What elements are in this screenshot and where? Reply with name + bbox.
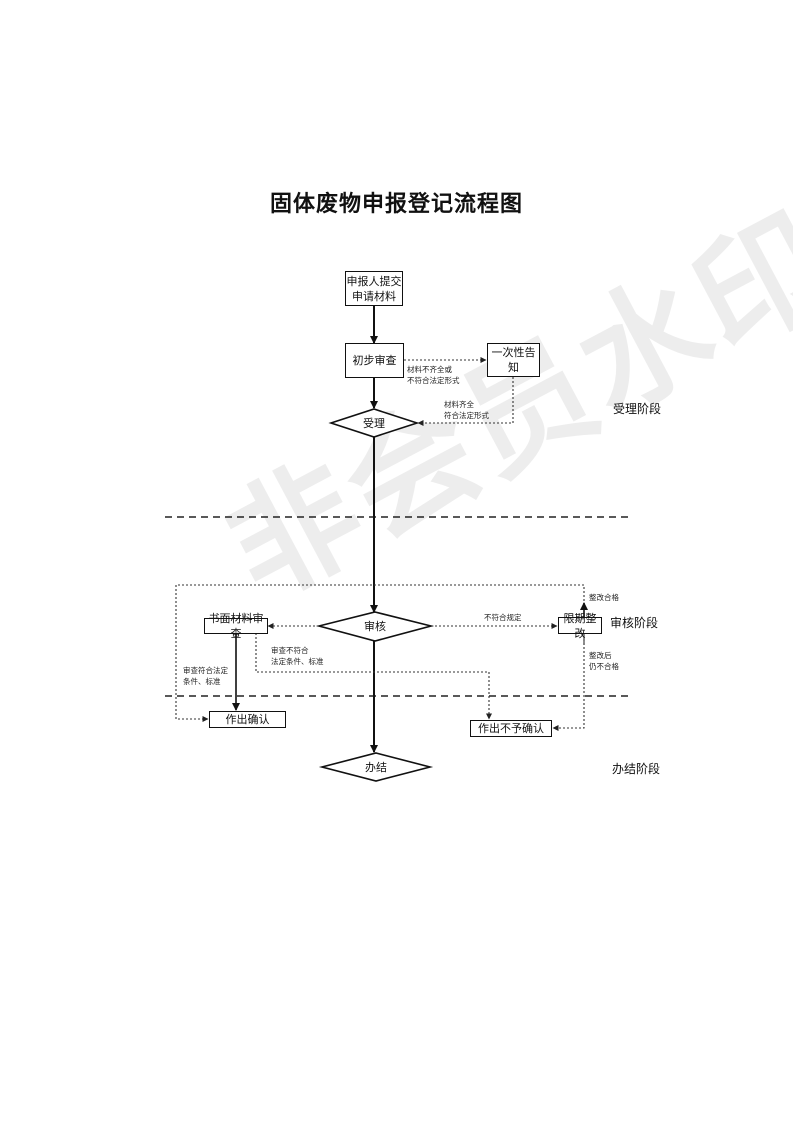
note-rectify-passed: 整改合格 bbox=[589, 593, 619, 602]
note-incomplete: 材料不齐全或 不符合法定形式 bbox=[407, 364, 460, 386]
complete-diamond bbox=[318, 752, 434, 782]
phase-label-review: 审核阶段 bbox=[610, 616, 659, 630]
complete-label: 办结 bbox=[365, 761, 387, 774]
note-incomplete-line-2: 不符合法定形式 bbox=[407, 376, 460, 385]
note-rectify-failed-line-2: 仍不合格 bbox=[589, 662, 619, 671]
one-time-notice-box: 一次性告知 bbox=[487, 343, 540, 377]
page-title: 固体废物申报登记流程图 bbox=[269, 191, 523, 217]
one-time-notice-label: 一次性告知 bbox=[491, 346, 536, 374]
arrow-rectify-failed bbox=[552, 635, 585, 731]
review-label: 审核 bbox=[364, 620, 386, 633]
note-complete-line-1: 材料齐全 bbox=[444, 400, 474, 409]
initial-review-box: 初步审查 bbox=[345, 343, 404, 378]
deny-label: 作出不予确认 bbox=[478, 722, 544, 735]
rectify-box: 限期整改 bbox=[558, 612, 602, 640]
submit-line-2: 申请材料 bbox=[352, 289, 396, 303]
initial-review-label: 初步审查 bbox=[352, 354, 397, 367]
note-rectify-failed: 整改后 仍不合格 bbox=[589, 650, 619, 672]
written-review-label: 书面材料审查 bbox=[208, 612, 264, 640]
submit-line-1: 申报人提交 bbox=[346, 274, 402, 288]
deny-box: 作出不予确认 bbox=[470, 720, 552, 737]
review-decision-diamond bbox=[315, 611, 435, 642]
accept-decision-diamond bbox=[328, 408, 420, 438]
phase-label-finish: 办结阶段 bbox=[612, 762, 661, 776]
note-review-passed-line-2: 条件、标准 bbox=[183, 677, 221, 686]
note-not-compliant: 不符合规定 bbox=[484, 613, 522, 622]
phase-label-accept: 受理阶段 bbox=[613, 402, 662, 416]
rectify-label: 限期整改 bbox=[563, 611, 597, 640]
written-review-box: 书面材料审查 bbox=[204, 612, 268, 640]
note-complete-materials: 材料齐全 符合法定形式 bbox=[444, 399, 489, 421]
note-complete-line-2: 符合法定形式 bbox=[444, 411, 489, 420]
arrow-rectify-passed bbox=[175, 584, 585, 722]
note-review-failed: 审查不符合 法定条件、标准 bbox=[271, 645, 324, 667]
confirm-label: 作出确认 bbox=[225, 713, 270, 726]
note-rectify-failed-line-1: 整改后 bbox=[589, 651, 612, 660]
confirm-box: 作出确认 bbox=[209, 711, 286, 728]
note-review-passed: 审查符合法定 条件、标准 bbox=[183, 665, 228, 687]
arrow-notice-to-accept bbox=[417, 377, 514, 426]
accept-label: 受理 bbox=[363, 417, 385, 430]
submit-materials-box: 申报人提交 申请材料 bbox=[345, 271, 403, 306]
note-review-passed-line-1: 审查符合法定 bbox=[183, 666, 228, 675]
note-review-failed-line-2: 法定条件、标准 bbox=[271, 657, 324, 666]
note-incomplete-line-1: 材料不齐全或 bbox=[407, 365, 452, 374]
note-review-failed-line-1: 审查不符合 bbox=[271, 646, 309, 655]
